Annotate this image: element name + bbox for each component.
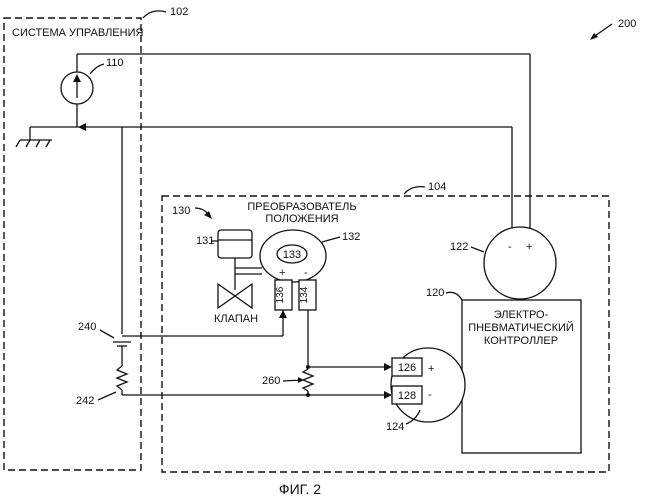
leader-110 [90, 64, 104, 74]
circle-124-minus: - [428, 389, 432, 401]
resistor-260-ref: 260 [262, 375, 280, 387]
inner-133-ref: 133 [283, 249, 301, 261]
resistor-260 [303, 369, 313, 391]
positioner-title-1: ПРЕОБРАЗОВАТЕЛЬ [247, 201, 356, 213]
switch-240-ref: 240 [78, 321, 96, 333]
terminal-136-ref: 136 [275, 286, 286, 303]
figure-ref: 200 [618, 18, 636, 30]
transducer-plus: + [279, 267, 285, 279]
positioner-ref: 130 [172, 205, 190, 217]
valve-left [218, 284, 235, 308]
circle-124-plus: + [428, 363, 434, 375]
controller-ref: 120 [426, 287, 444, 299]
control-system-title: СИСТЕМА УПРАВЛЕНИЯ [12, 27, 143, 39]
terminal-134-ref: 134 [299, 286, 310, 303]
circle-122 [484, 227, 556, 299]
leader-102 [143, 11, 166, 18]
circle-122-minus: - [508, 241, 512, 253]
arrowhead-260 [298, 377, 304, 383]
circle-122-plus: + [526, 241, 532, 253]
field-block-ref: 104 [428, 181, 446, 193]
controller-line3: КОНТРОЛЛЕР [484, 335, 558, 347]
arrowhead-130 [204, 211, 212, 219]
terminal-126-ref: 126 [398, 362, 416, 374]
leader-132 [322, 237, 340, 242]
positioner-title-2: ПОЛОЖЕНИЯ [265, 213, 338, 225]
controller-line1: ЭЛЕКТРО- [494, 309, 549, 321]
circle-124-ref: 124 [386, 421, 404, 433]
arrowhead-128 [384, 391, 392, 399]
valve-label: КЛАПАН [214, 313, 258, 325]
actuator-131 [218, 230, 252, 258]
controller-line2: ПНЕВМАТИЧЕСКИЙ [468, 321, 574, 334]
current-source-ref: 110 [106, 57, 124, 69]
transducer-minus: - [304, 267, 308, 279]
leader-120 [446, 292, 462, 300]
node-260-top [306, 365, 310, 369]
ground-hatch-4 [46, 140, 50, 147]
arrowhead-136 [279, 310, 287, 318]
arrowhead-126 [384, 363, 392, 371]
ground-hatch-3 [36, 140, 40, 147]
valve-right [235, 284, 252, 308]
figure-caption: ФИГ. 2 [279, 481, 321, 497]
resistor-242 [117, 366, 127, 390]
arrowhead-ground-return [78, 123, 86, 131]
transducer-ref: 132 [342, 231, 360, 243]
circle-122-ref: 122 [450, 241, 468, 253]
leader-122 [471, 247, 484, 252]
ground-hatch-2 [26, 140, 30, 147]
leader-104 [404, 187, 425, 194]
terminal-128-ref: 128 [398, 390, 416, 402]
leader-242 [98, 392, 116, 400]
ground-hatch-1 [16, 140, 20, 147]
leader-240 [100, 330, 114, 338]
control-system-ref: 102 [170, 6, 188, 18]
resistor-242-ref: 242 [76, 395, 94, 407]
